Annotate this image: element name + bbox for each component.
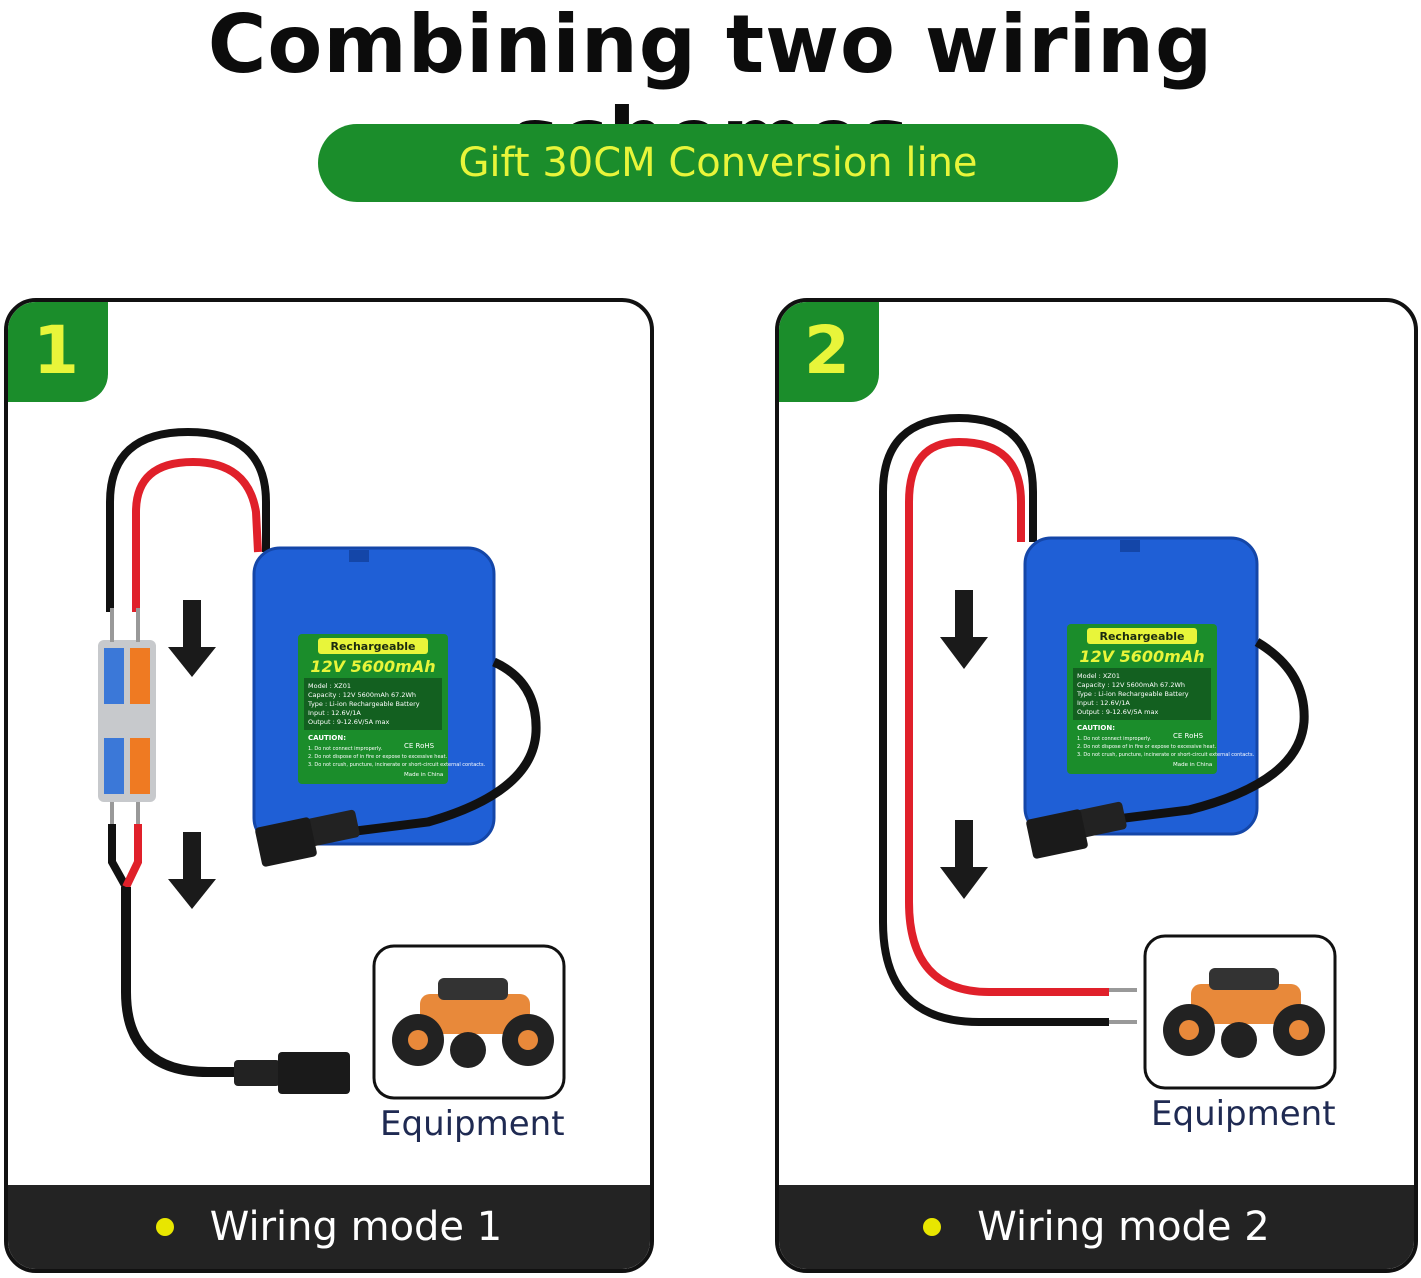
arrow-down-icon [168, 600, 216, 677]
svg-text:CAUTION:: CAUTION: [308, 734, 346, 742]
output-cable [121, 887, 238, 1077]
rc-car-icon [1163, 968, 1325, 1058]
arrow-down-icon [168, 832, 216, 909]
arrow-down-icon [940, 590, 988, 669]
svg-text:3. Do not crush, puncture, inc: 3. Do not crush, puncture, incinerate or… [308, 762, 486, 768]
battery-rating-text: 12V 5600mAh [310, 657, 435, 676]
panel-number-badge: 2 [779, 302, 879, 402]
svg-text:3. Do not crush, puncture, inc: 3. Do not crush, puncture, incinerate or… [1077, 752, 1255, 758]
battery-badge-text: Rechargeable [1100, 630, 1185, 643]
panel-footer: Wiring mode 2 [779, 1185, 1414, 1269]
svg-text:Model : XZ01: Model : XZ01 [308, 682, 351, 690]
battery-pack: Rechargeable 12V 5600mAh Model : XZ01 Ca… [252, 546, 496, 846]
battery-rating-text: 12V 5600mAh [1079, 647, 1204, 666]
svg-text:Made in China: Made in China [404, 772, 443, 778]
dc-connector-icon [1026, 801, 1127, 859]
svg-text:Capacity : 12V 5600mAh 67.2Wh: Capacity : 12V 5600mAh 67.2Wh [308, 691, 416, 699]
equipment-label: Equipment [380, 1104, 565, 1144]
wiring-panel-2: 2 Rechargeable 12V 5600mAh Model : XZ01 [775, 298, 1418, 1273]
svg-text:1. Do not connect improperly.: 1. Do not connect improperly. [1077, 736, 1152, 742]
svg-text:CAUTION:: CAUTION: [1077, 724, 1115, 732]
wiring-diagram-2: Rechargeable 12V 5600mAh Model : XZ01 Ca… [879, 413, 1337, 1090]
arrow-down-icon [940, 820, 988, 899]
red-wire [905, 437, 1109, 996]
subtitle-pill: Gift 30CM Conversion line [318, 124, 1118, 202]
svg-text:Output : 9-12.6V/5A max: Output : 9-12.6V/5A max [308, 718, 389, 726]
svg-text:CE RoHS: CE RoHS [404, 742, 435, 750]
svg-text:1. Do not connect improperly.: 1. Do not connect improperly. [308, 746, 383, 752]
wiring-mode-label: Wiring mode 2 [977, 1204, 1270, 1250]
svg-text:Output : 9-12.6V/5A max: Output : 9-12.6V/5A max [1077, 708, 1158, 716]
svg-text:Input : 12.6V/1A: Input : 12.6V/1A [308, 709, 361, 717]
bullet-dot [155, 1218, 174, 1236]
lever-connector-icon [98, 608, 156, 824]
black-wire [879, 413, 1109, 1026]
svg-text:Input : 12.6V/1A: Input : 12.6V/1A [1077, 699, 1130, 707]
dc-connector-icon [255, 809, 360, 867]
battery-pack: Rechargeable 12V 5600mAh Model : XZ01 Ca… [1023, 536, 1259, 836]
panel-footer: Wiring mode 1 [8, 1185, 650, 1269]
wiring-panel-1: 1 [4, 298, 654, 1273]
svg-text:Type : Li-ion Rechargeabl: Type : Li-ion Rechargeable Battery [307, 700, 420, 708]
red-wire [132, 457, 262, 612]
svg-text:Capacity : 12V 5600mAh 67.2Wh: Capacity : 12V 5600mAh 67.2Wh [1077, 681, 1185, 689]
subtitle-text: Gift 30CM Conversion line [458, 140, 978, 186]
wiring-diagram-1: Rechargeable 12V 5600mAh Model : XZ01 Ca… [98, 427, 566, 1100]
bullet-dot [923, 1218, 942, 1236]
wiring-mode-label: Wiring mode 1 [209, 1204, 503, 1250]
panel-number-badge: 1 [8, 302, 108, 402]
battery-badge-text: Rechargeable [331, 640, 416, 653]
dc-connector-icon [234, 1052, 350, 1094]
svg-text:CE RoHS: CE RoHS [1173, 732, 1204, 740]
svg-text:Made in China: Made in China [1173, 762, 1212, 768]
black-wire [106, 427, 270, 612]
rc-car-icon [392, 978, 554, 1068]
svg-text:Type : Li-ion Rechargeabl: Type : Li-ion Rechargeable Battery [1076, 690, 1189, 698]
svg-text:2. Do not dispose of in fire o: 2. Do not dispose of in fire or expose t… [1077, 744, 1217, 750]
svg-text:Model : XZ01: Model : XZ01 [1077, 672, 1120, 680]
svg-text:2. Do not dispose of in fire o: 2. Do not dispose of in fire or expose t… [308, 754, 448, 760]
equipment-label: Equipment [1151, 1094, 1336, 1134]
